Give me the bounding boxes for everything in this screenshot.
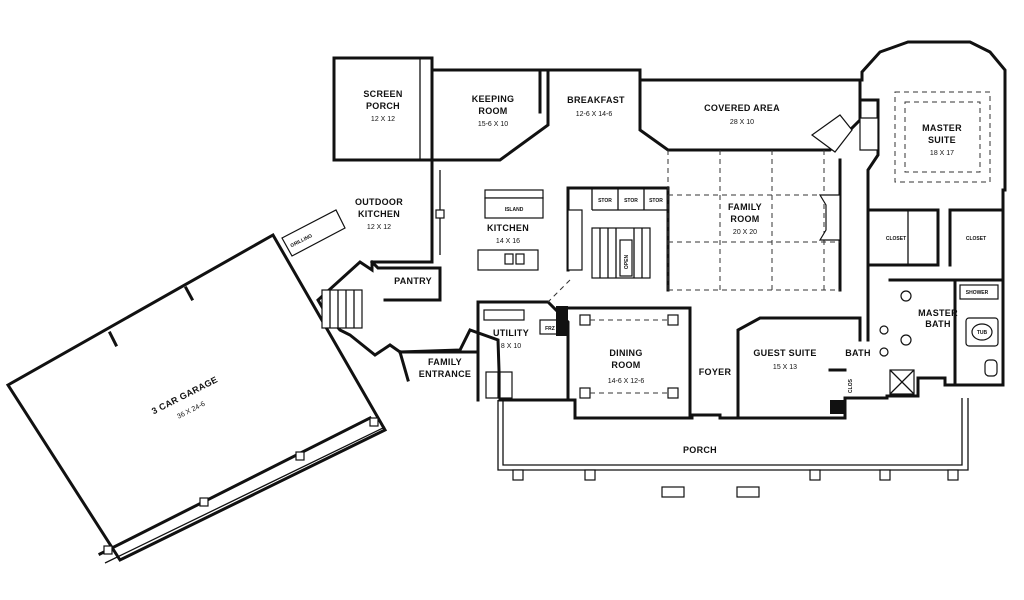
bath-fixtures: SHOWER TUB <box>830 284 999 414</box>
garage-dim: 36 X 24-6 <box>176 401 206 421</box>
svg-text:CLOS: CLOS <box>848 378 854 393</box>
svg-text:ROOM: ROOM <box>730 214 759 224</box>
svg-text:FRZ: FRZ <box>545 326 555 332</box>
svg-text:CLOSET: CLOSET <box>966 236 986 242</box>
svg-text:8 X 10: 8 X 10 <box>501 343 521 350</box>
master-suite-label: MASTER <box>922 123 962 133</box>
svg-text:15-6 X 10: 15-6 X 10 <box>478 121 508 128</box>
svg-text:14-6 X 12-6: 14-6 X 12-6 <box>608 378 645 385</box>
screen-porch-label: SCREEN <box>363 89 402 99</box>
dining-columns <box>579 314 679 399</box>
porch-label: PORCH <box>683 445 717 455</box>
svg-text:CLOSET: CLOSET <box>886 236 906 242</box>
svg-text:BATH: BATH <box>925 319 951 329</box>
pantry-label: PANTRY <box>394 276 432 286</box>
dining-room-label: DINING <box>609 348 642 358</box>
storage-labels: STOR STOR STOR <box>598 198 663 204</box>
svg-text:ENTRANCE: ENTRANCE <box>419 369 471 379</box>
svg-text:20 X 20: 20 X 20 <box>733 229 757 236</box>
svg-text:STOR: STOR <box>598 198 612 204</box>
svg-text:15 X 13: 15 X 13 <box>773 364 797 371</box>
svg-text:ROOM: ROOM <box>478 106 507 116</box>
outdoor-kitchen-label: OUTDOOR <box>355 197 403 207</box>
master-bath-label: MASTER <box>918 308 958 318</box>
family-room-label: FAMILY <box>728 202 762 212</box>
utility-fixtures: FRZ <box>483 306 568 399</box>
svg-text:12-6 X 14-6: 12-6 X 14-6 <box>576 111 613 118</box>
svg-text:ROOM: ROOM <box>611 360 640 370</box>
svg-text:18 X 17: 18 X 17 <box>930 150 954 157</box>
guest-suite-label: GUEST SUITE <box>753 348 816 358</box>
svg-text:PORCH: PORCH <box>366 101 400 111</box>
closet-labels: CLOSET CLOSET CLOS <box>848 236 986 393</box>
interior-walls <box>332 58 1005 420</box>
breakfast-label: BREAKFAST <box>567 95 625 105</box>
svg-text:12 X 12: 12 X 12 <box>371 116 395 123</box>
keeping-room-label: KEEPING <box>472 94 515 104</box>
svg-text:SHOWER: SHOWER <box>966 290 989 296</box>
svg-text:28 X 10: 28 X 10 <box>730 119 754 126</box>
svg-text:12 X 12: 12 X 12 <box>367 224 391 231</box>
foyer-label: FOYER <box>699 367 732 377</box>
front-porch <box>497 398 969 498</box>
exterior-walls <box>316 40 1007 420</box>
svg-text:OPEN: OPEN <box>624 255 630 270</box>
svg-text:TUB: TUB <box>977 330 988 336</box>
grilling-counter: GRILLING <box>281 209 346 257</box>
covered-area-label: COVERED AREA <box>704 103 780 113</box>
svg-text:STOR: STOR <box>649 198 663 204</box>
stairs: OPEN <box>321 227 651 329</box>
family-room-ceiling <box>547 150 840 303</box>
master-tray-ceiling <box>894 91 991 183</box>
kitchen-label: KITCHEN <box>487 223 529 233</box>
family-entrance-label: FAMILY <box>428 357 462 367</box>
fireplaces <box>810 114 879 241</box>
svg-text:SUITE: SUITE <box>928 135 956 145</box>
kitchen-fixtures: ISLAND <box>435 189 583 271</box>
svg-text:STOR: STOR <box>624 198 638 204</box>
svg-text:14 X 16: 14 X 16 <box>496 238 520 245</box>
utility-label: UTILITY <box>493 328 529 338</box>
garage: 3 CAR GARAGE 36 X 24-6 <box>5 232 388 564</box>
svg-text:KITCHEN: KITCHEN <box>358 209 400 219</box>
bath-label: BATH <box>845 348 871 358</box>
room-labels: SCREEN PORCH 12 X 12 KEEPING ROOM 15-6 X… <box>355 89 962 455</box>
svg-text:ISLAND: ISLAND <box>505 207 524 213</box>
